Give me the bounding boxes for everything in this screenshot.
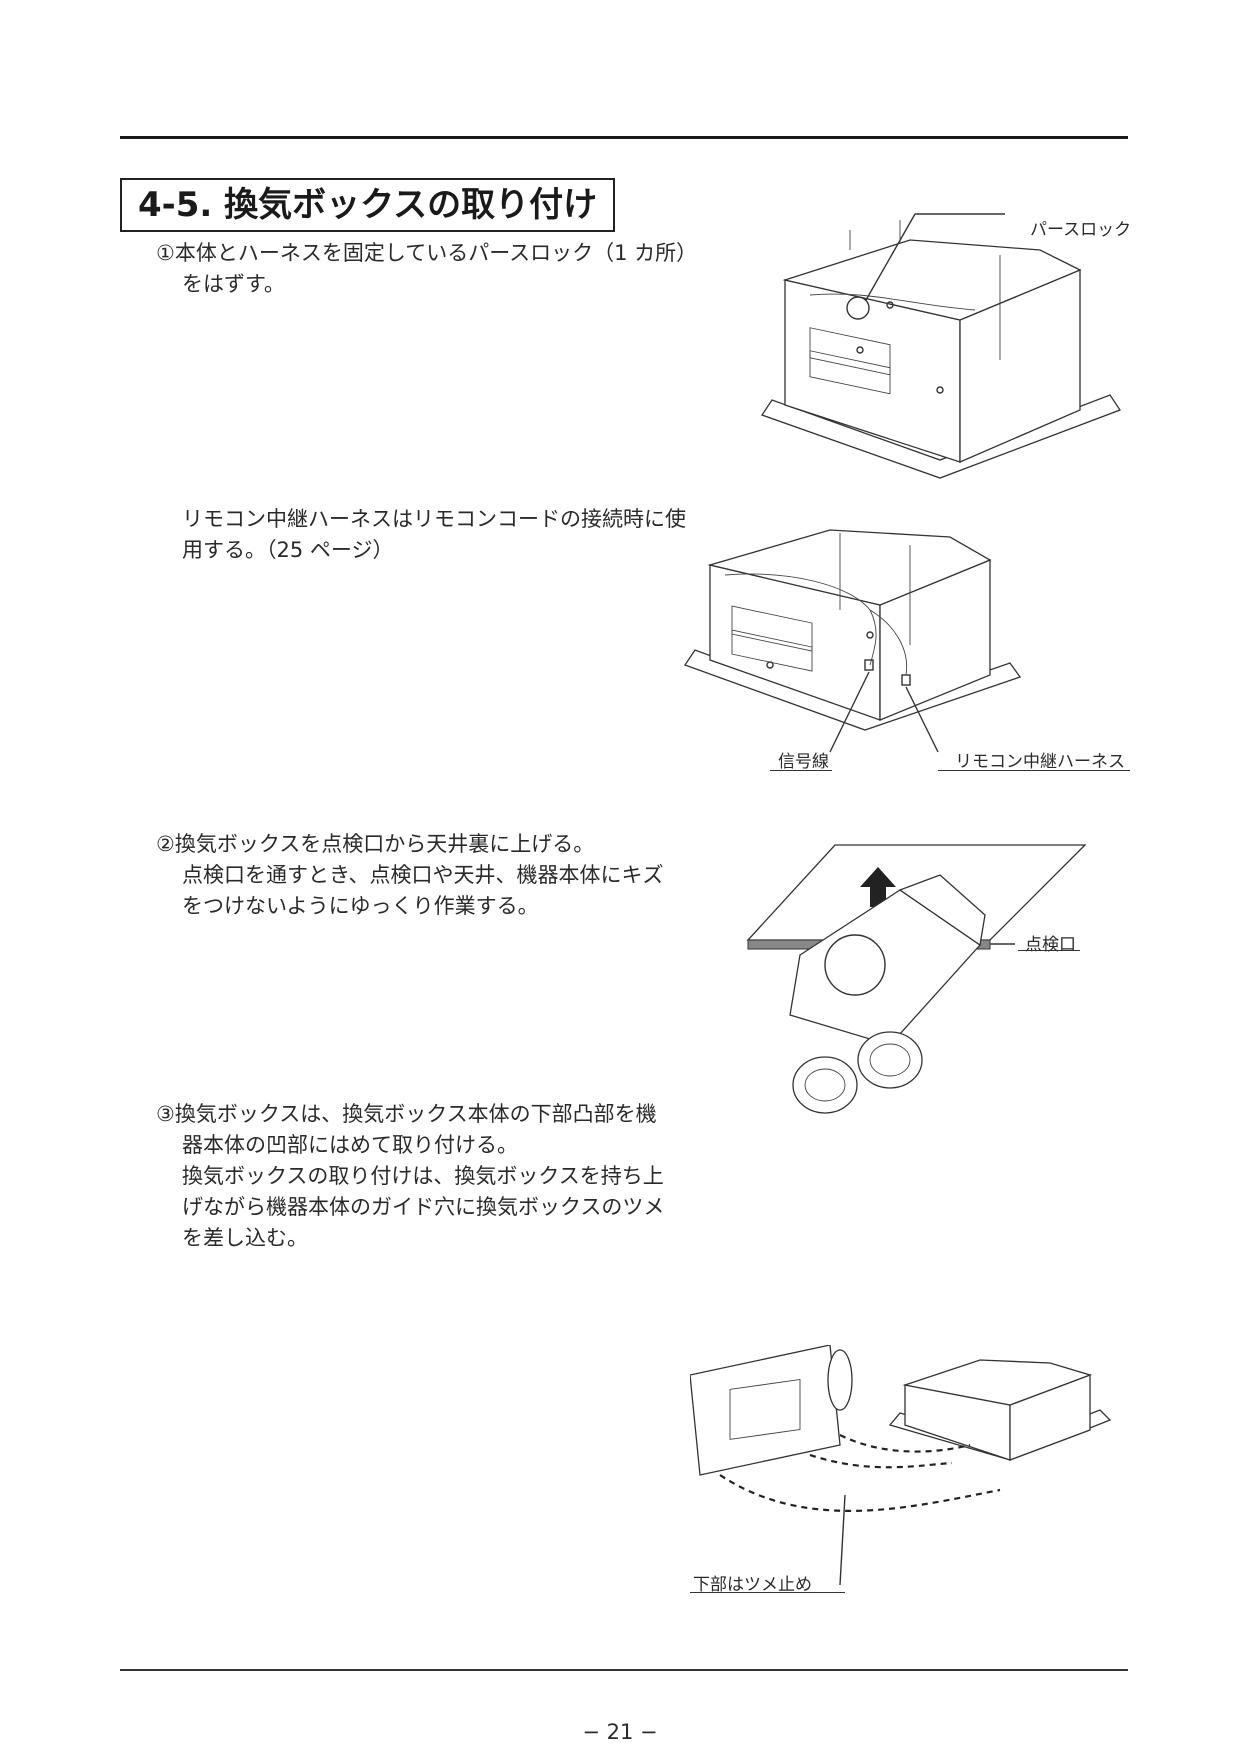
fan-housing (824, 934, 886, 996)
step-2-text: ②換気ボックスを点検口から天井裏に上げる。 点検口を通すとき、点検口や天井、機器… (156, 829, 664, 922)
base-flange (760, 394, 1121, 479)
screw-3 (886, 301, 894, 309)
purse-lock-marker (846, 296, 870, 320)
duct-inner (804, 1068, 846, 1102)
duct-collar (827, 1349, 853, 1411)
figure-assembly (690, 1345, 1112, 1585)
remote-harness-callout: リモコン中継ハーネス (955, 752, 1125, 772)
screw-2 (936, 386, 944, 394)
signal-wire-callout: 信号線 (778, 752, 829, 772)
guide-path-lower (719, 1474, 1001, 1512)
signal-leader (829, 671, 870, 753)
label-plate-2 (809, 350, 891, 395)
screw (856, 346, 864, 354)
duct-inner-2 (869, 1043, 911, 1077)
harness-wire (724, 573, 877, 666)
figure-harness (683, 529, 1022, 753)
harness-underline (938, 770, 1130, 772)
claw-leader (839, 1494, 846, 1585)
harness-wire (809, 293, 976, 311)
page-number: − 21 − (582, 1720, 658, 1744)
step-2-line-3: をつけないようにゆっくり作業する。 (182, 894, 539, 918)
section-title: 4-5. 換気ボックスの取り付け (120, 178, 616, 232)
bottom-rule (120, 1669, 1128, 1671)
harness-wire-2 (869, 609, 908, 676)
vent-box-frame (729, 1379, 801, 1440)
label-plate (731, 605, 813, 652)
step-3-text: ③換気ボックスは、換気ボックス本体の下部凸部を機 器本体の凹部にはめて取り付ける… (156, 1099, 664, 1254)
step-3-line-3: 換気ボックスの取り付けは、換気ボックスを持ち上 (182, 1164, 664, 1188)
step-3-line-5: を差し込む。 (182, 1226, 308, 1250)
step-2-line-2: 点検口を通すとき、点検口や天井、機器本体にキズ (182, 863, 664, 887)
top-frame (782, 239, 1082, 321)
signal-underline (770, 770, 832, 772)
purse-lock-leader (865, 213, 916, 301)
step-3-line-1: ③換気ボックスは、換気ボックス本体の下部凸部を機 (156, 1102, 657, 1126)
top-rule (120, 136, 1128, 139)
vent-box-top (898, 874, 986, 947)
step-1-text: ①本体とハーネスを固定しているパースロック（1 カ所） をはずす。 (156, 238, 697, 300)
inspection-underline (1018, 950, 1080, 952)
screw (866, 631, 874, 639)
figure-inspection-opening (746, 844, 1087, 1114)
step-1-line-1: ①本体とハーネスを固定しているパースロック（1 カ所） (156, 241, 698, 265)
harness-leader (905, 686, 939, 753)
duct-collar-2 (857, 1031, 923, 1089)
vent-box-side (690, 1345, 841, 1476)
figure-purse-lock (760, 213, 1121, 479)
purse-lock-callout: パースロック (1030, 220, 1132, 240)
note-text: リモコン中継ハーネスはリモコンコードの接続時に使 用する。（25 ページ） (182, 504, 686, 566)
guide-path-middle (809, 1453, 953, 1469)
screw-2 (766, 661, 774, 669)
step-2-line-1: ②換気ボックスを点検口から天井裏に上げる。 (156, 832, 595, 856)
unit-top (902, 1359, 1093, 1406)
top-frame (707, 529, 992, 606)
step-3-line-4: げながら機器本体のガイド穴に換気ボックスのツメ (182, 1195, 665, 1219)
note-line-1: リモコン中継ハーネスはリモコンコードの接続時に使 (182, 507, 686, 531)
duct-collar (792, 1056, 858, 1114)
claw-underline (690, 1592, 845, 1594)
label-plate (809, 327, 891, 376)
step-1-line-2: をはずす。 (182, 272, 285, 296)
signal-connector (864, 659, 874, 671)
guide-path-upper (839, 1434, 971, 1453)
step-3-line-2: 器本体の凹部にはめて取り付ける。 (182, 1133, 518, 1157)
up-arrow-icon (860, 867, 896, 907)
claw-catch-callout: 下部はツメ止め (693, 1575, 812, 1595)
note-line-2: 用する。（25 ページ） (182, 538, 394, 562)
